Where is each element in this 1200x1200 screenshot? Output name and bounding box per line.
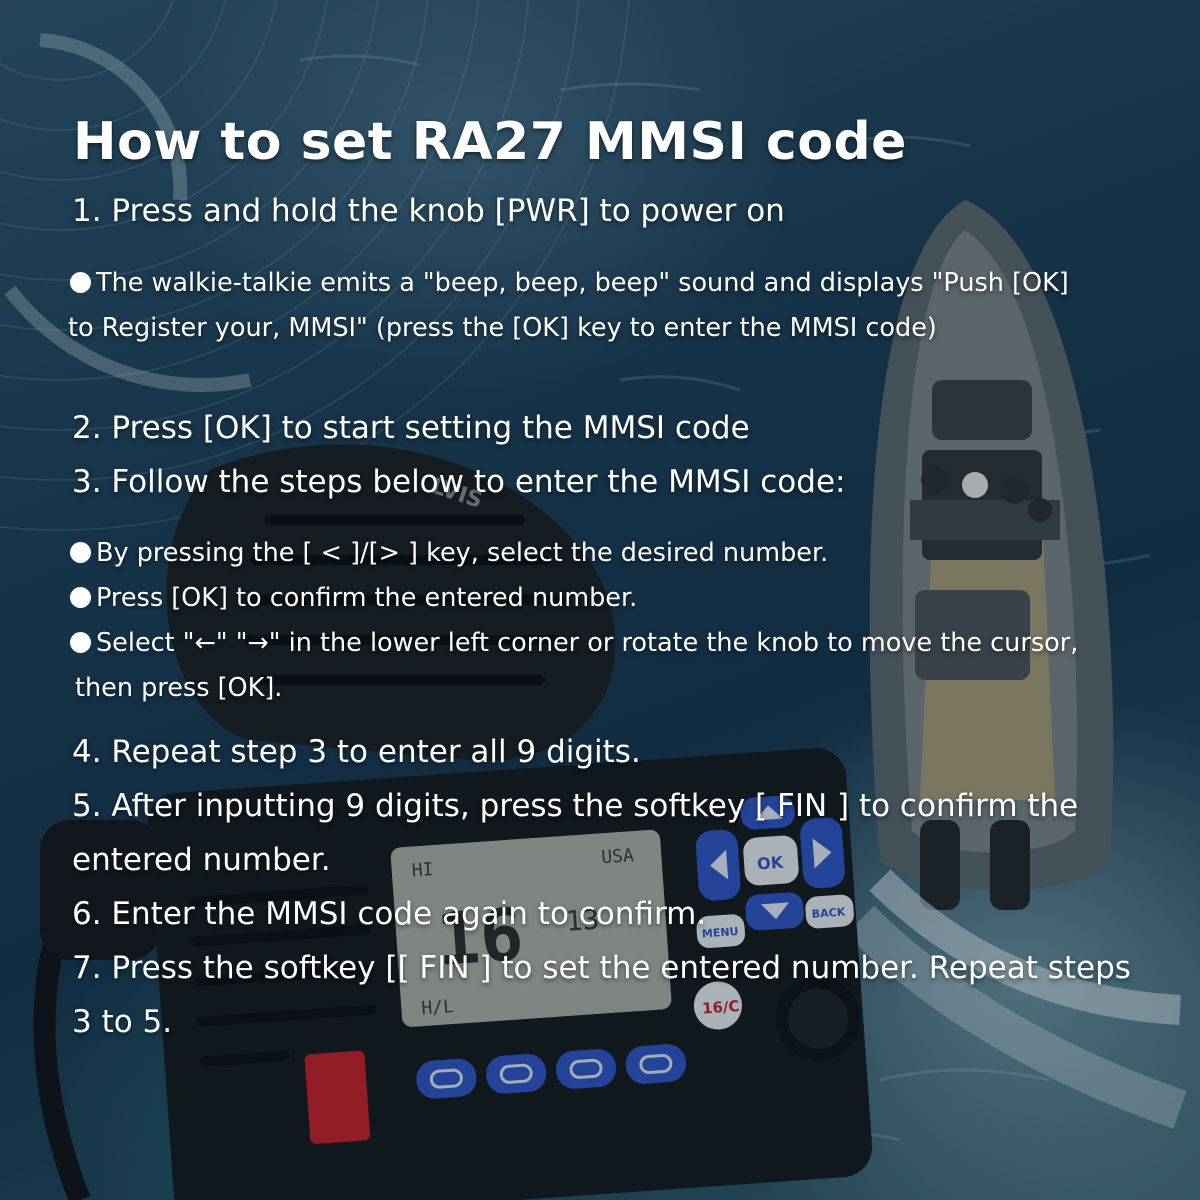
ring-accent xyxy=(4,33,252,392)
bullet-dot-icon xyxy=(70,587,91,608)
bullet-dot-icon xyxy=(70,542,91,563)
step-2: 2. Press [OK] to start setting the MMSI … xyxy=(72,410,750,446)
step-6: 6. Enter the MMSI code again to confirm. xyxy=(72,896,707,932)
step-7-continuation: 3 to 5. xyxy=(72,1004,173,1040)
softkey-icon xyxy=(555,1049,617,1089)
bullet-line: Press [OK] to confirm the entered number… xyxy=(70,583,637,613)
step-5: 5. After inputting 9 digits, press the s… xyxy=(72,788,1079,824)
softkey-icon xyxy=(416,1058,477,1099)
bullet-text: Select "←" "→" in the lower left corner … xyxy=(96,628,1079,658)
lcd-side: 13 xyxy=(565,903,601,938)
bullet-line: By pressing the [ < ]/[> ] key, select t… xyxy=(70,538,828,568)
step-1: 1. Press and hold the knob [PWR] to powe… xyxy=(72,193,785,229)
softkey-row xyxy=(416,1044,686,1099)
back-key xyxy=(805,894,854,929)
wave-rings xyxy=(0,0,630,531)
softkey-icon xyxy=(486,1053,547,1094)
step-7: 7. Press the softkey [[ FIN ] to set the… xyxy=(72,950,1131,986)
bullet-line: Select "←" "→" in the lower left corner … xyxy=(70,628,1078,658)
red-clip xyxy=(304,1050,371,1144)
channel-16-key xyxy=(693,981,742,1030)
menu-key-label: MENU xyxy=(701,925,738,941)
softkey-icon xyxy=(625,1044,686,1084)
bullet-text: The walkie-talkie emits a "beep, beep, b… xyxy=(96,268,1069,298)
lcd-channel: 16 xyxy=(434,892,526,982)
radio-unit-illustration: HI USA 16 13 H/L xyxy=(147,748,873,1200)
microphone-illustration: LVIS xyxy=(33,444,616,1200)
bullet-text: Press [OK] to confirm the entered number… xyxy=(96,583,638,613)
bullet-dot-icon xyxy=(70,632,91,653)
step-3: 3. Follow the steps below to enter the M… xyxy=(72,464,846,500)
lcd-top-left: HI xyxy=(411,859,434,881)
menu-key xyxy=(696,914,746,948)
bullet-continuation: then press [OK]. xyxy=(75,673,283,703)
bullet-line: The walkie-talkie emits a "beep, beep, b… xyxy=(70,268,1069,298)
ok-key xyxy=(743,835,799,886)
lcd-screen xyxy=(390,829,672,1027)
channel-16-label: 16/C xyxy=(701,997,740,1018)
lcd-bottom: H/L xyxy=(421,996,455,1019)
nav-keys: OK MENU BACK 16/C xyxy=(693,795,861,1061)
page-title: How to set RA27 MMSI code xyxy=(73,112,907,172)
lcd-top-right: USA xyxy=(601,845,635,868)
step-4: 4. Repeat step 3 to enter all 9 digits. xyxy=(72,734,641,770)
boat-illustration xyxy=(845,200,1187,1129)
back-key-label: BACK xyxy=(811,905,846,920)
step-5-continuation: entered number. xyxy=(72,842,331,878)
ok-key-label: OK xyxy=(756,853,784,874)
bullet-continuation: to Register your, MMSI" (press the [OK] … xyxy=(68,313,937,343)
bullet-text: By pressing the [ < ]/[> ] key, select t… xyxy=(96,538,829,568)
bullet-dot-icon xyxy=(70,272,91,293)
